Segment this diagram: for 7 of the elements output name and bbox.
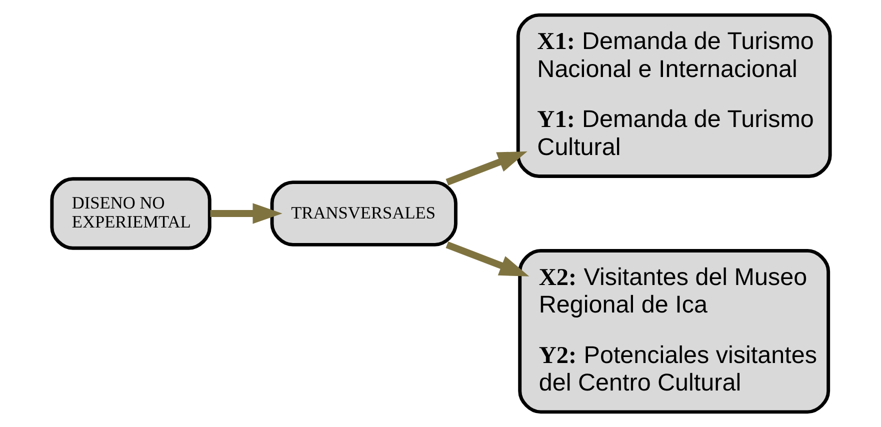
arrow xyxy=(210,203,282,224)
arrow xyxy=(445,151,527,186)
node-box: X2: Visitantes del Museo Regional de Ica Y2: Potenciales visitantes del Centro Cultural xyxy=(518,249,830,414)
node-box: DISENO NO EXPERIEMTAL xyxy=(50,177,211,250)
node-box: X1: Demanda de Turismo Nacional e Internacional Y1: Demanda de Turismo Cultural xyxy=(516,13,832,178)
arrow xyxy=(445,242,529,276)
node-box: TRANSVERSALES xyxy=(270,180,457,246)
